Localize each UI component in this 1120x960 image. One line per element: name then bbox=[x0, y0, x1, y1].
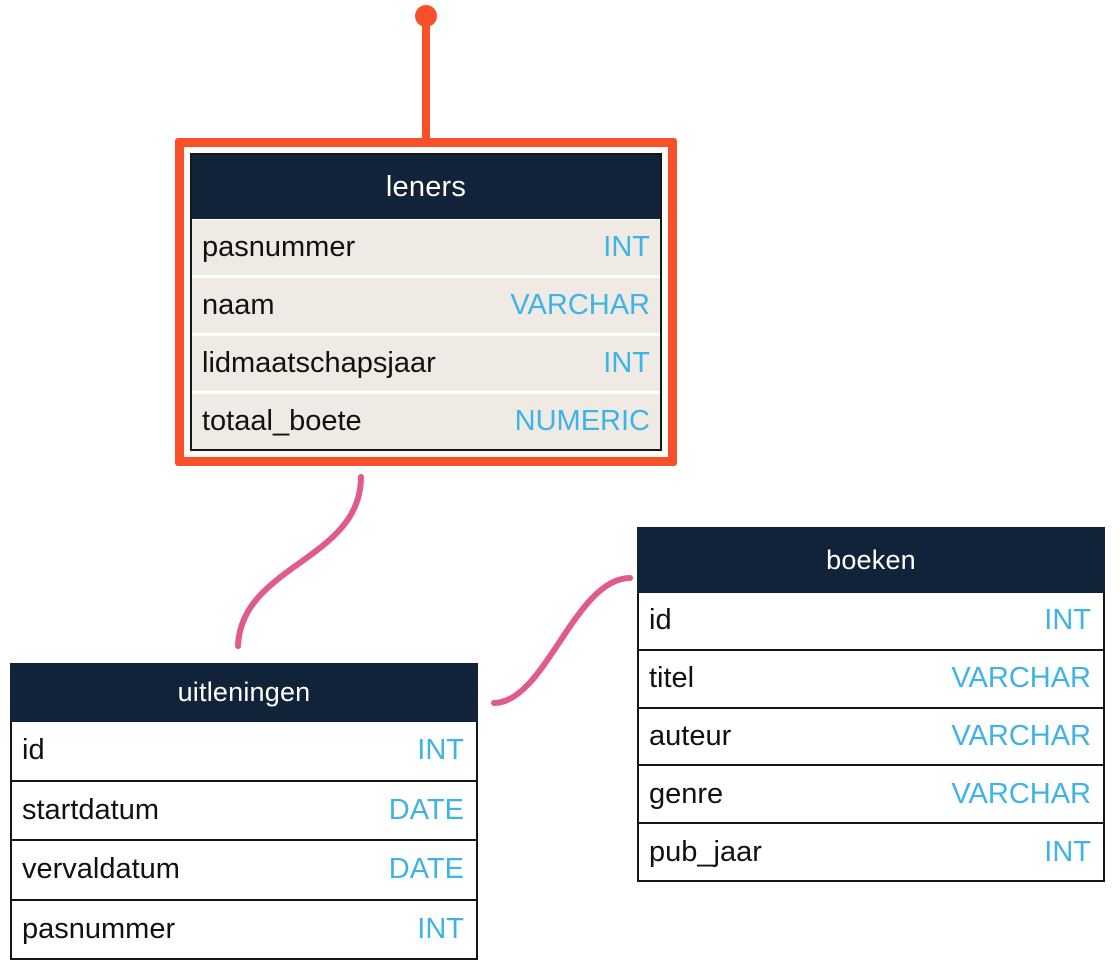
table-row[interactable]: id INT bbox=[12, 722, 476, 780]
table-row[interactable]: lidmaatschapsjaar INT bbox=[192, 336, 660, 391]
table-name-label: uitleningen bbox=[177, 677, 311, 707]
relation-uitleningen-boeken bbox=[491, 575, 633, 706]
column-name: genre bbox=[649, 777, 724, 810]
leners-highlight-inner: leners pasnummer INT naam VARCHAR lidmaa… bbox=[184, 147, 668, 457]
er-table-boeken[interactable]: boeken id INT titel VARCHAR auteur VARCH… bbox=[637, 527, 1105, 882]
table-row[interactable]: genre VARCHAR bbox=[639, 766, 1103, 823]
column-type: VARCHAR bbox=[951, 777, 1091, 810]
table-row[interactable]: id INT bbox=[639, 593, 1103, 649]
table-row[interactable]: naam VARCHAR bbox=[192, 278, 660, 333]
leners-columns: pasnummer INT naam VARCHAR lidmaatschaps… bbox=[192, 219, 660, 449]
table-row[interactable]: auteur VARCHAR bbox=[639, 708, 1103, 765]
table-name-label: leners bbox=[385, 170, 467, 203]
column-type: INT bbox=[1044, 604, 1091, 637]
er-table-leners[interactable]: leners pasnummer INT naam VARCHAR lidmaa… bbox=[175, 138, 677, 466]
table-row[interactable]: pasnummer INT bbox=[12, 900, 476, 958]
column-type: INT bbox=[417, 912, 464, 945]
table-title-uitleningen: uitleningen bbox=[10, 663, 478, 722]
column-type: DATE bbox=[388, 853, 464, 886]
column-type: VARCHAR bbox=[490, 289, 658, 322]
column-name: startdatum bbox=[22, 793, 159, 826]
column-name: naam bbox=[202, 289, 487, 322]
column-name: auteur bbox=[649, 719, 732, 752]
column-type: DATE bbox=[388, 793, 464, 826]
column-type: INT bbox=[490, 231, 658, 264]
column-type: VARCHAR bbox=[951, 719, 1091, 752]
table-title-leners: leners bbox=[192, 155, 660, 219]
column-name: pasnummer bbox=[22, 912, 176, 945]
column-type: INT bbox=[1044, 835, 1091, 868]
pointer-dot-icon bbox=[415, 5, 437, 27]
column-name: titel bbox=[649, 662, 695, 695]
table-row[interactable]: titel VARCHAR bbox=[639, 650, 1103, 707]
column-name: lidmaatschapsjaar bbox=[202, 347, 487, 380]
column-name: id bbox=[649, 604, 672, 637]
column-type: NUMERIC bbox=[490, 405, 658, 438]
table-row[interactable]: pasnummer INT bbox=[192, 220, 660, 275]
table-name-label: boeken bbox=[826, 544, 916, 575]
column-type: VARCHAR bbox=[951, 662, 1091, 695]
table-row[interactable]: startdatum DATE bbox=[12, 781, 476, 839]
table-row[interactable]: totaal_boete NUMERIC bbox=[192, 394, 660, 449]
relation-leners-uitleningen bbox=[235, 474, 364, 649]
table-row[interactable]: vervaldatum DATE bbox=[12, 841, 476, 899]
table-title-boeken: boeken bbox=[637, 527, 1105, 593]
column-type: INT bbox=[490, 347, 658, 380]
boeken-columns: id INT titel VARCHAR auteur VARCHAR genr… bbox=[637, 593, 1105, 882]
table-row[interactable]: pub_jaar INT bbox=[639, 824, 1103, 880]
column-name: pub_jaar bbox=[649, 835, 762, 868]
column-type: INT bbox=[417, 734, 464, 767]
column-name: totaal_boete bbox=[202, 405, 487, 438]
uitleningen-columns: id INT startdatum DATE vervaldatum DATE … bbox=[10, 722, 478, 960]
column-name: pasnummer bbox=[202, 231, 487, 264]
leners-frame: leners pasnummer INT naam VARCHAR lidmaa… bbox=[190, 153, 662, 451]
column-name: id bbox=[22, 734, 45, 767]
column-name: vervaldatum bbox=[22, 853, 180, 886]
er-table-uitleningen[interactable]: uitleningen id INT startdatum DATE verva… bbox=[10, 663, 478, 960]
